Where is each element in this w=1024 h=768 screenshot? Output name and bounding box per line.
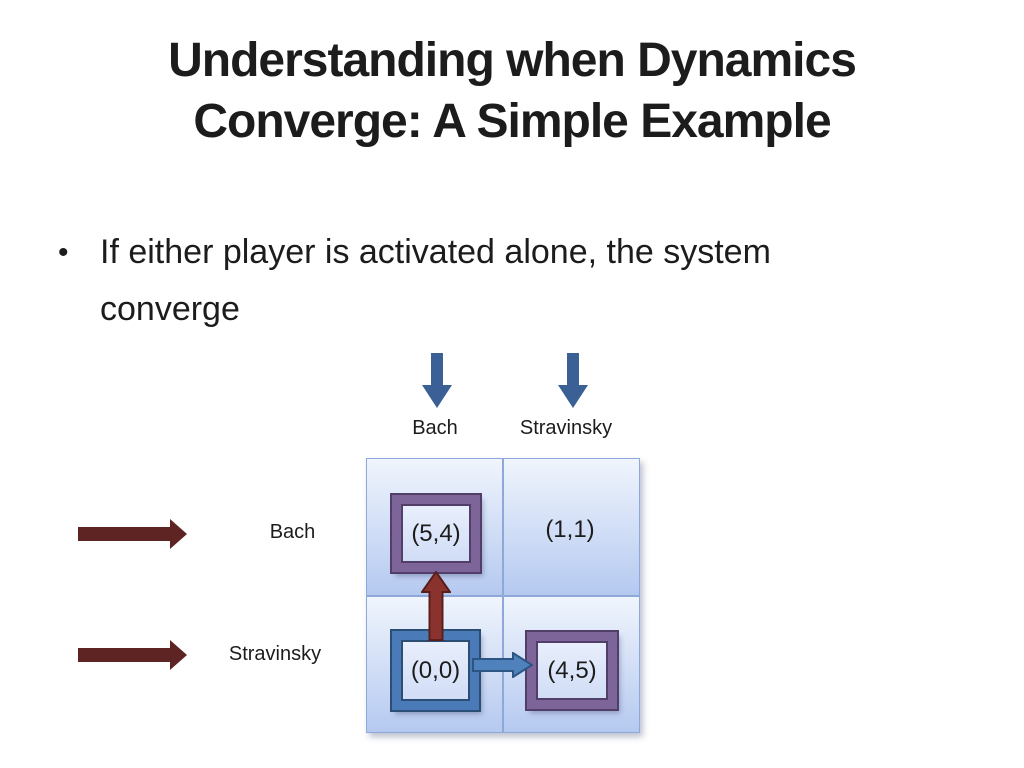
cell-value-1-1: (1,1) <box>545 516 595 543</box>
up-arrow-icon <box>420 570 452 641</box>
right-arrow-icon <box>78 640 187 670</box>
bullet-marker: • <box>58 236 69 269</box>
cell-value-4-5: (4,5) <box>547 656 597 684</box>
cell-value-0-0: (0,0) <box>410 656 461 684</box>
row-label-bach: Bach <box>269 521 316 543</box>
column-label-bach: Bach <box>412 417 458 439</box>
highlight-square-0-0: (0,0) <box>392 631 479 710</box>
highlight-square-5-4: (5,4) <box>392 495 480 572</box>
bullet-text: If either player is activated alone, the… <box>100 233 771 328</box>
column-label-stravinsky: Stravinsky <box>519 417 613 439</box>
matrix-cell-bach-stravinsky <box>503 458 640 596</box>
title-line-1: Understanding when Dynamics <box>168 34 857 87</box>
bullet-item: • If either player is activated alone, t… <box>58 224 920 338</box>
title-line-2: Converge: A Simple Example <box>193 95 831 148</box>
highlight-square-4-5: (4,5) <box>527 632 617 709</box>
row-label-stravinsky: Stravinsky <box>228 643 322 665</box>
down-arrow-icon <box>422 353 452 408</box>
slide-title: Understanding when Dynamics Converge: A … <box>0 30 1024 152</box>
cell-value-5-4: (5,4) <box>411 519 461 547</box>
right-arrow-icon <box>472 651 534 679</box>
down-arrow-icon <box>558 353 588 408</box>
right-arrow-icon <box>78 519 187 549</box>
